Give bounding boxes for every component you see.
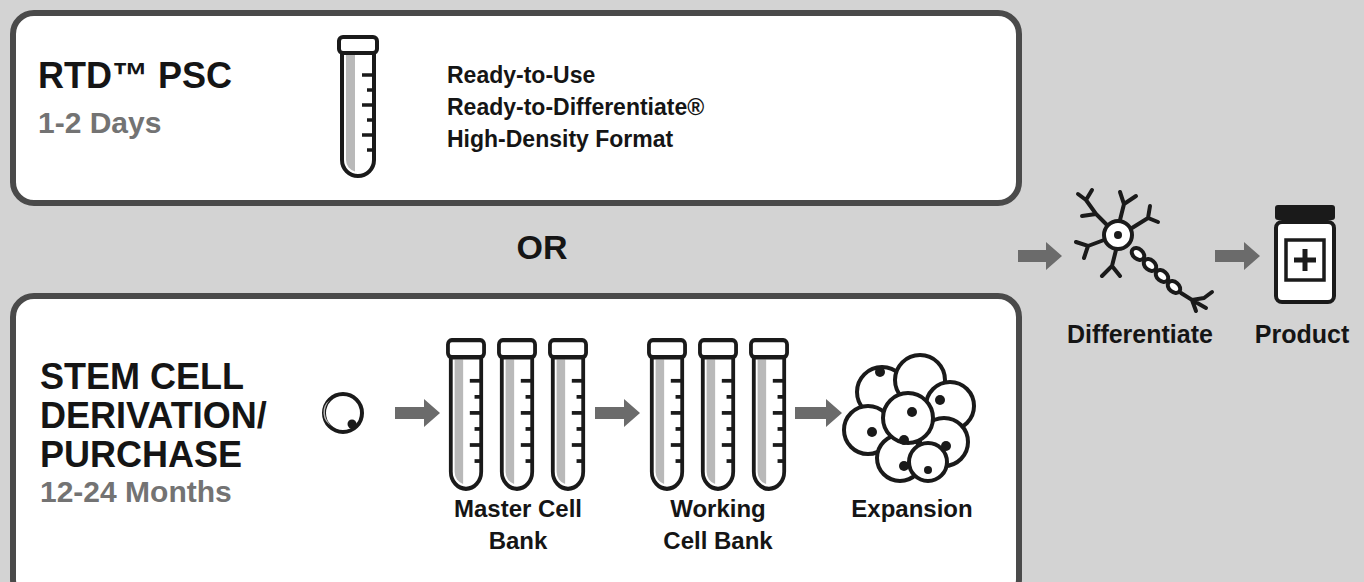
- feature: High-Density Format: [447, 126, 673, 153]
- arrow: [1018, 242, 1062, 270]
- panel-fill: [13, 296, 1019, 582]
- duration: 1-2 Days: [38, 106, 161, 140]
- stage-label: Differentiate: [1050, 318, 1230, 350]
- panel-fill: [13, 13, 1019, 203]
- duration: 12-24 Months: [40, 475, 232, 509]
- product-bottle: [1275, 205, 1335, 302]
- feature: Ready-to-Differentiate®: [447, 94, 704, 121]
- product-name: RTD™ PSC: [38, 55, 232, 97]
- arrow: [1215, 242, 1260, 270]
- tube-icon: [339, 37, 377, 176]
- cell-icon: [323, 394, 362, 432]
- stage-label: Working Cell Bank: [648, 493, 788, 557]
- cell-cluster: [844, 355, 974, 481]
- master-cell-bank-tubes: [448, 340, 586, 489]
- working-cell-bank-tubes: [649, 340, 787, 489]
- process-heading: STEM CELL DERIVATION/ PURCHASE: [40, 357, 325, 474]
- stage-label: Expansion: [837, 493, 987, 525]
- or-label: OR: [372, 231, 712, 263]
- stage-label: Master Cell Bank: [448, 493, 588, 557]
- panel-box: RTD™ PSC 1-2 Days Ready-to-UseReady-to-Dif…: [10, 10, 1022, 206]
- arrow: [795, 399, 842, 427]
- feature: Ready-to-Use: [447, 62, 595, 89]
- arrow: [395, 399, 440, 427]
- stage-label: Product: [1244, 318, 1360, 350]
- neuron-icon: [1076, 190, 1212, 311]
- arrow: [595, 399, 640, 427]
